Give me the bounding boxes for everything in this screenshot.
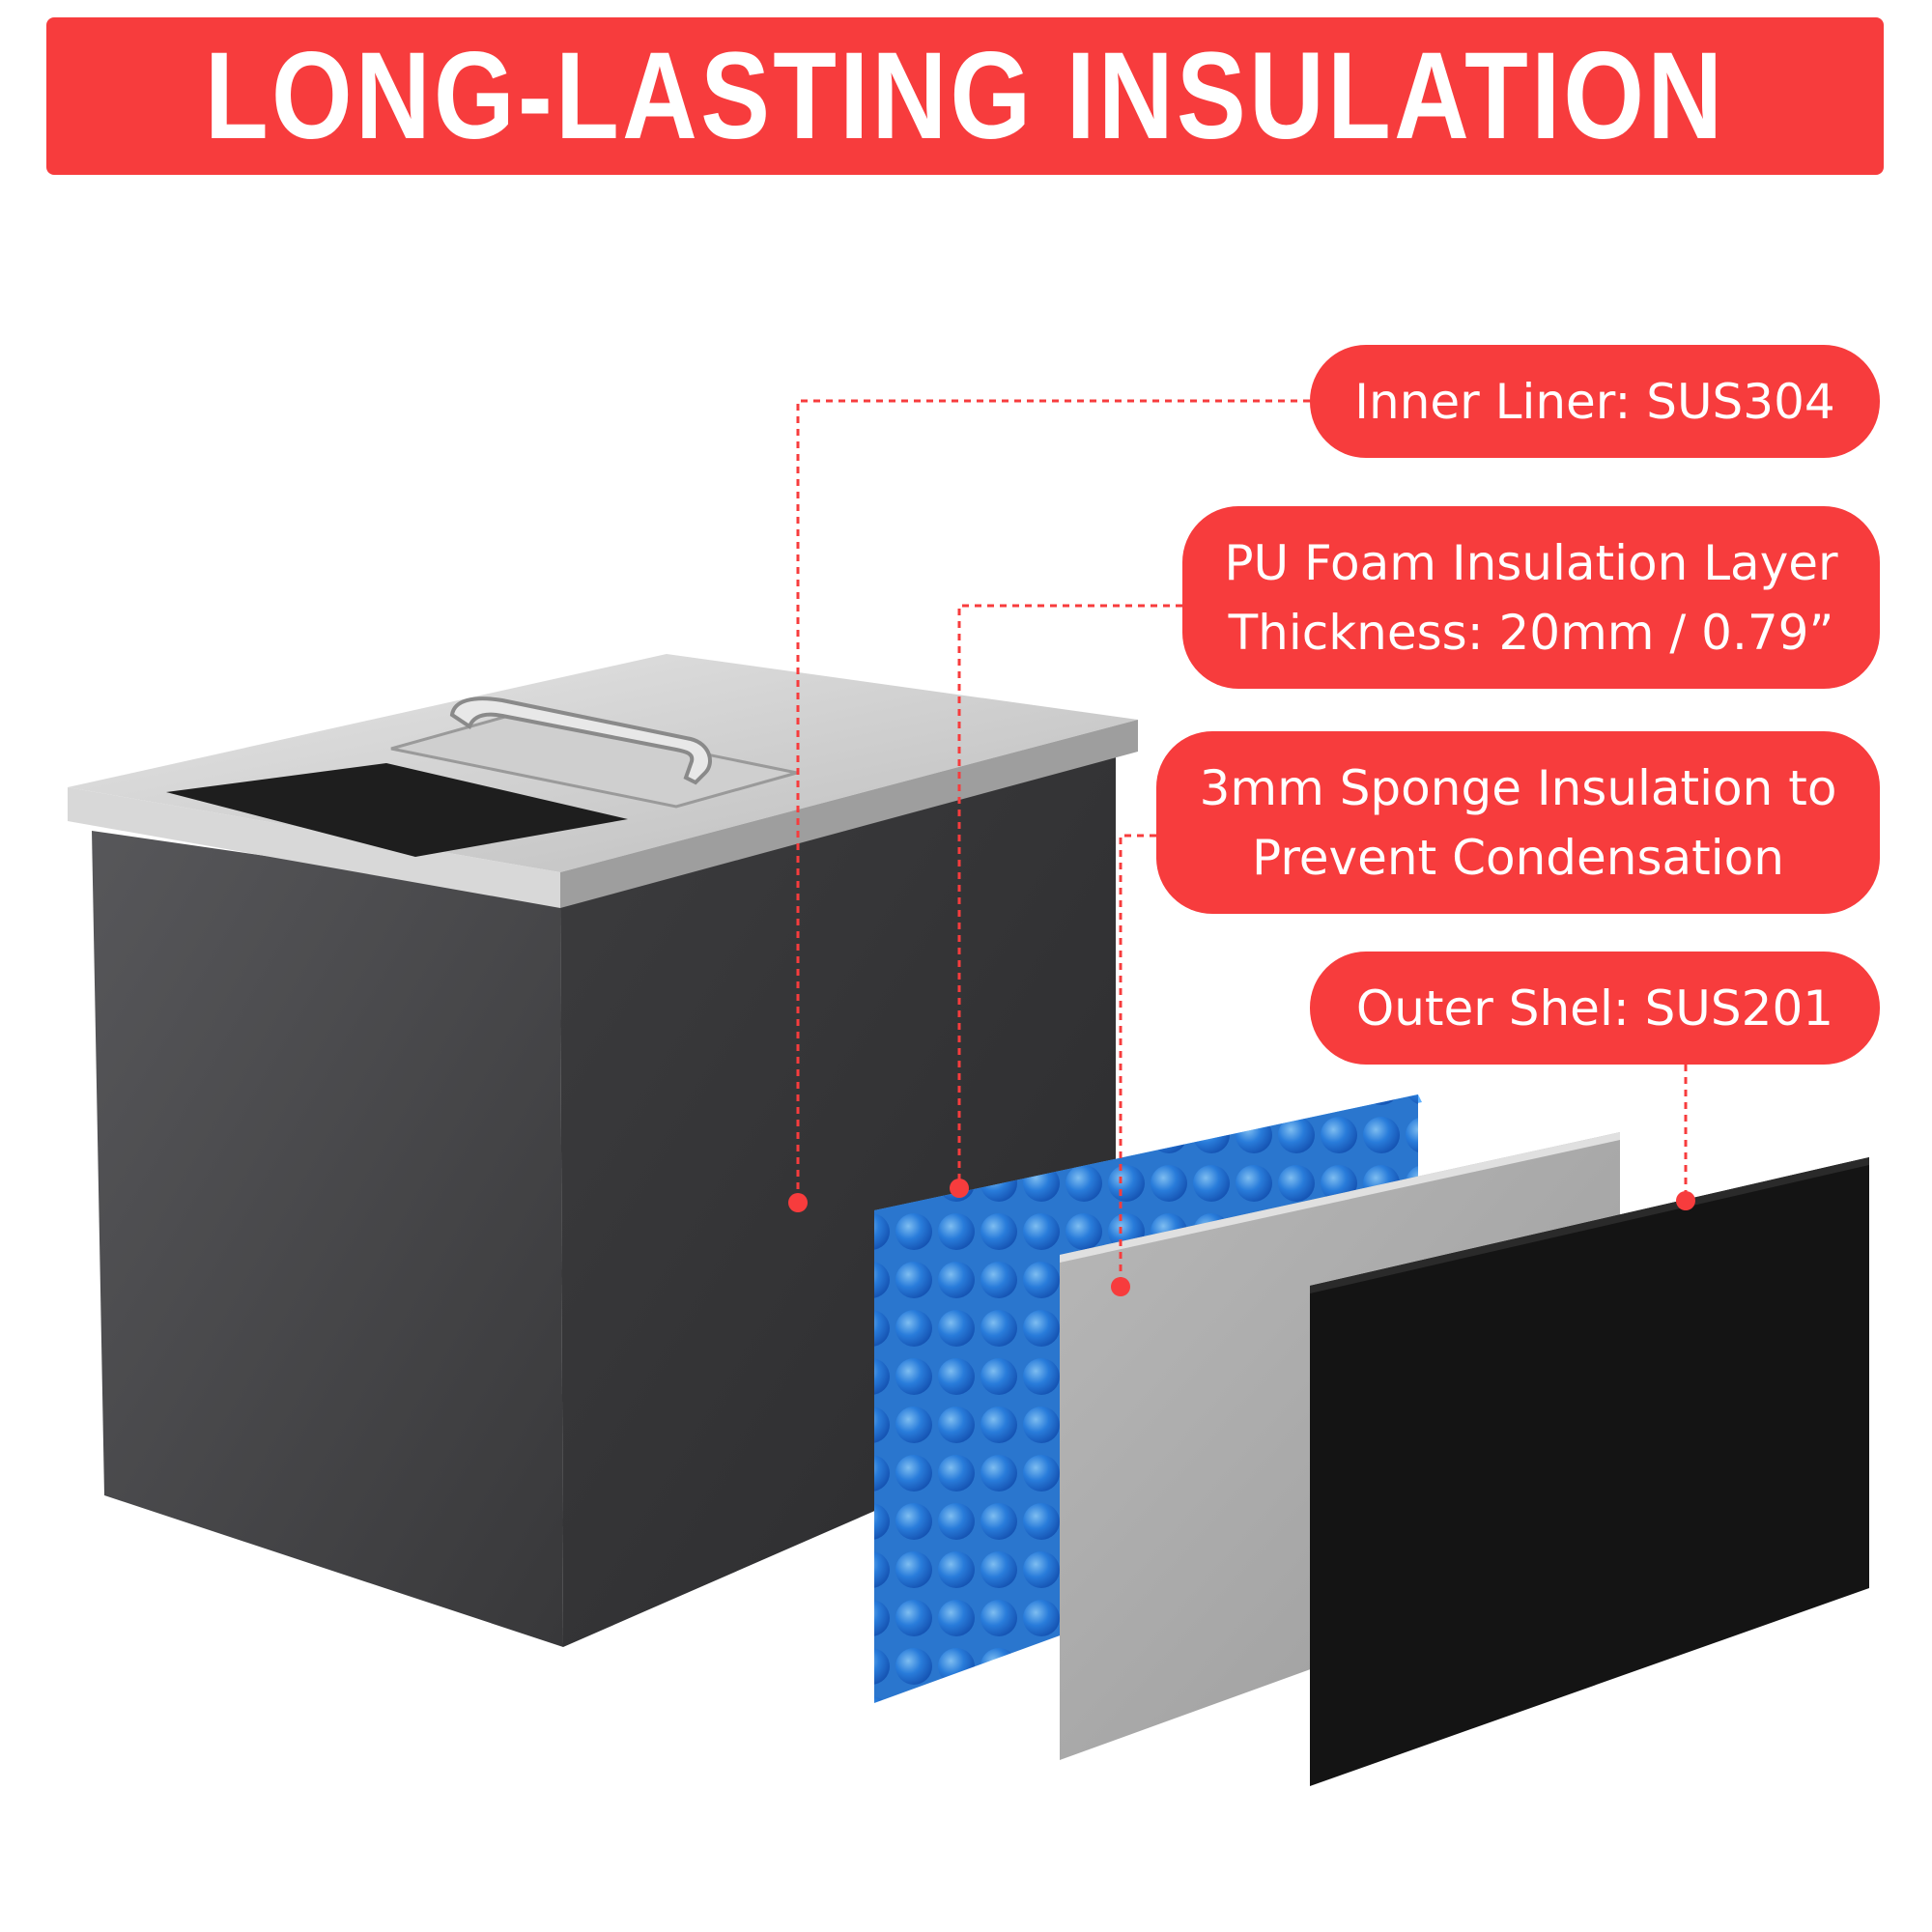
lid-side-edge — [560, 720, 1138, 908]
bin-opening — [166, 763, 628, 857]
callout-pu-foam-line2: Thickness: 20mm / 0.79” — [1228, 604, 1834, 661]
lid-front-edge — [68, 787, 560, 908]
leader-lines — [796, 399, 1688, 1287]
ice-bin-lid — [68, 654, 1138, 908]
callout-outer-shell: Outer Shel: SUS201 — [1310, 952, 1880, 1065]
callout-pu-foam-line1: PU Foam Insulation Layer — [1224, 534, 1838, 591]
callout-sponge: 3mm Sponge Insulation to Prevent Condens… — [1156, 731, 1880, 914]
callout-sponge-line1: 3mm Sponge Insulation to — [1199, 759, 1837, 816]
callout-pu-foam: PU Foam Insulation Layer Thickness: 20mm… — [1182, 506, 1880, 689]
box-front-face — [92, 831, 563, 1647]
title-banner: LONG-LASTING INSULATION — [46, 17, 1884, 175]
leader-dots — [788, 1179, 1695, 1296]
leader-inner-liner — [796, 399, 1310, 1203]
callout-inner-liner-text: Inner Liner: SUS304 — [1354, 373, 1835, 430]
banner-title: LONG-LASTING INSULATION — [204, 26, 1726, 165]
sponge-layer — [1310, 1157, 1869, 1786]
callout-outer-shell-text: Outer Shel: SUS201 — [1355, 980, 1834, 1037]
dot-inner-liner — [788, 1193, 808, 1212]
callout-inner-liner: Inner Liner: SUS304 — [1310, 345, 1880, 458]
dot-outer-shell — [1676, 1191, 1695, 1210]
dot-sponge — [1111, 1277, 1130, 1296]
callout-sponge-line2: Prevent Condensation — [1252, 829, 1784, 886]
lid-handle — [449, 696, 712, 785]
dot-pu-foam — [950, 1179, 969, 1198]
